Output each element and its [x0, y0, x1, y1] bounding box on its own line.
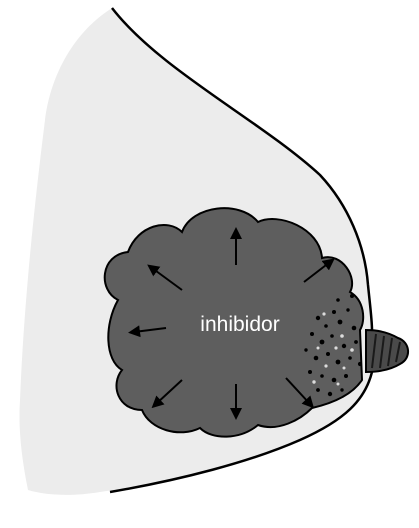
nipple-icon: [366, 330, 408, 372]
inhibitor-label: inhibidor: [200, 313, 279, 336]
